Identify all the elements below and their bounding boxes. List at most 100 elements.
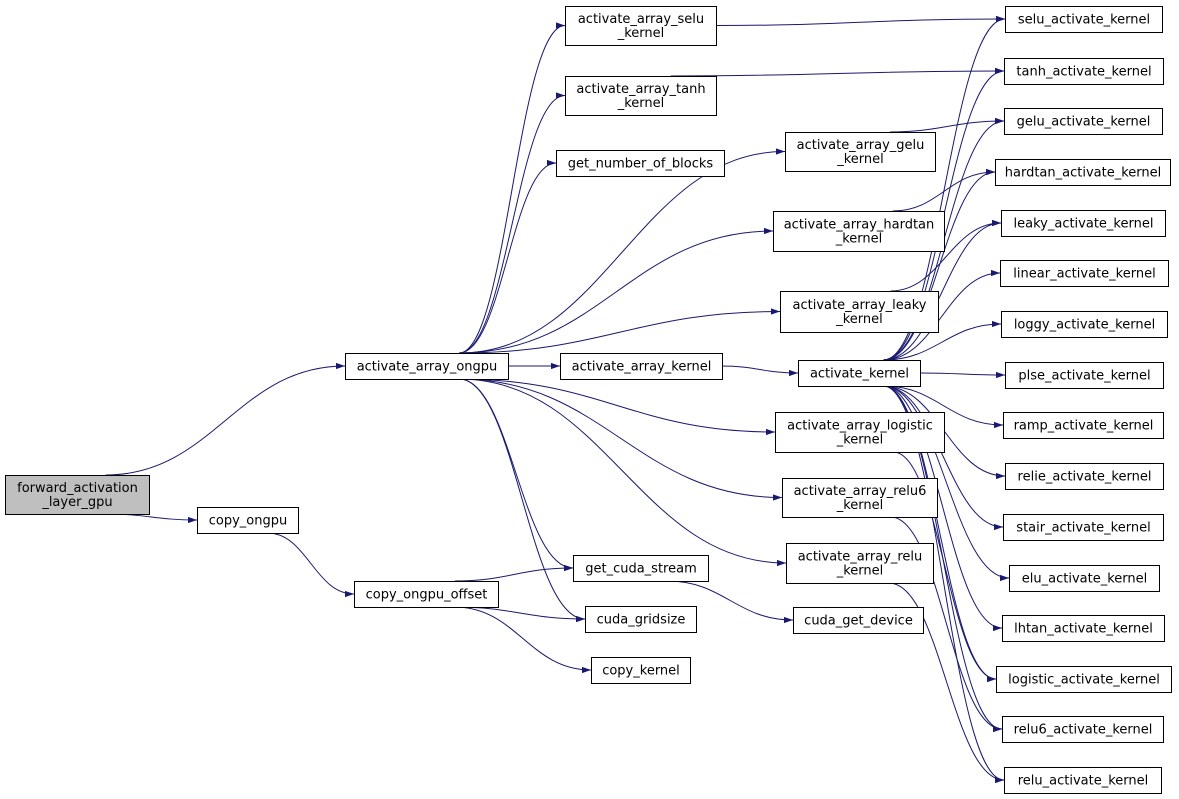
node-activate-array-hardtan-kernel[interactable]: activate_array_hardtan_kernel [773,211,945,252]
node-label: _kernel [835,232,883,247]
node-activate-array-logistic-kernel[interactable]: activate_array_logistic_kernel [775,412,945,453]
node-loggy-activate-kernel[interactable]: loggy_activate_kernel [1001,311,1168,338]
node-box [556,150,725,177]
node-copy-ongpu[interactable]: copy_ongpu [197,507,299,534]
node-plse-activate-kernel[interactable]: plse_activate_kernel [1005,362,1164,389]
node-box [1002,716,1164,743]
edge-activate-array-ongpu-to-activate-array-selu-kernel [459,22,566,354]
node-label: plse_activate_kernel [1018,369,1150,384]
node-forward-activation-layer-gpu[interactable]: forward_activation_layer_gpu [5,475,150,515]
node-label: activate_array_leaky [793,298,927,313]
node-box [780,291,939,333]
edge-activate-kernel-to-hardtan-activate-kernel [883,168,996,361]
node-box [1005,6,1163,33]
node-box [1002,615,1165,642]
edge-activate-array-relu-kernel-to-relu-activate-kernel [888,582,1005,784]
node-box [5,475,150,515]
node-label: linear_activate_kernel [1013,267,1155,282]
node-box [775,412,945,453]
node-cuda-gridsize[interactable]: cuda_gridsize [585,606,697,633]
node-get-cuda-stream[interactable]: get_cuda_stream [573,555,709,582]
node-activate-array-gelu-kernel[interactable]: activate_array_gelu_kernel [785,132,936,172]
node-box [1001,210,1166,237]
node-label: copy_ongpu_offset [366,588,488,603]
node-activate-array-ongpu[interactable]: activate_array_ongpu [345,353,509,380]
node-label: activate_array_tanh [576,82,705,97]
node-box [793,607,924,634]
node-label: activate_array_ongpu [357,360,498,375]
node-label: cuda_get_device [804,614,913,629]
edge-copy-ongpu-offset-to-copy-kernel [454,606,592,674]
node-label: _kernel [836,433,884,448]
edge-activate-array-ongpu-to-get-cuda-stream [459,378,574,572]
node-box [565,76,717,116]
node-activate-array-leaky-kernel[interactable]: activate_array_leaky_kernel [780,291,939,333]
edge-activate-kernel-to-elu-activate-kernel [883,385,1010,582]
node-label: _kernel [836,498,884,513]
node-label: _kernel [836,152,884,167]
node-relu6-activate-kernel[interactable]: relu6_activate_kernel [1002,716,1164,743]
node-label: logistic_activate_kernel [1008,673,1160,688]
edge-get-cuda-stream-to-cuda-get-device [667,580,794,624]
node-label: stair_activate_kernel [1016,521,1150,536]
edge-activate-kernel-to-linear-activate-kernel [883,269,1001,361]
edge-activate-array-ongpu-to-activate-array-gelu-kernel [459,148,786,354]
node-activate-array-selu-kernel[interactable]: activate_array_selu_kernel [565,6,717,46]
node-label: activate_array_selu [578,12,704,27]
node-label: leaky_activate_kernel [1014,217,1154,232]
node-activate-array-relu6-kernel[interactable]: activate_array_relu6_kernel [782,478,938,518]
node-box [798,360,921,387]
node-box [1005,362,1164,389]
edge-activate-array-ongpu-to-activate-array-relu6-kernel [459,378,783,501]
edge-activate-kernel-to-ramp-activate-kernel [883,385,1004,429]
node-label: relu_activate_kernel [1018,774,1149,789]
node-tanh-activate-kernel[interactable]: tanh_activate_kernel [1004,58,1164,85]
node-linear-activate-kernel[interactable]: linear_activate_kernel [1000,260,1169,287]
node-relu-activate-kernel[interactable]: relu_activate_kernel [1004,767,1162,794]
node-hardtan-activate-kernel[interactable]: hardtan_activate_kernel [995,159,1171,186]
node-label: tanh_activate_kernel [1016,65,1151,80]
node-label: activate_array_kernel [572,360,712,375]
node-stair-activate-kernel[interactable]: stair_activate_kernel [1003,514,1164,541]
node-label: _kernel [835,312,883,327]
node-label: copy_ongpu [209,514,287,529]
node-box [591,657,691,684]
node-label: lhtan_activate_kernel [1014,622,1153,637]
node-activate-array-tanh-kernel[interactable]: activate_array_tanh_kernel [565,76,717,116]
node-box [773,211,945,252]
edge-activate-array-ongpu-to-get-number-of-blocks [459,159,557,354]
node-gelu-activate-kernel[interactable]: gelu_activate_kernel [1004,108,1163,135]
node-box [197,507,299,534]
node-label: copy_kernel [602,664,680,679]
node-copy-ongpu-offset[interactable]: copy_ongpu_offset [354,581,499,608]
node-label: get_number_of_blocks [568,157,714,172]
node-logistic-activate-kernel[interactable]: logistic_activate_kernel [996,666,1172,693]
node-lhtan-activate-kernel[interactable]: lhtan_activate_kernel [1002,615,1165,642]
node-box [1009,565,1160,592]
node-label: loggy_activate_kernel [1014,318,1155,333]
node-copy-kernel[interactable]: copy_kernel [591,657,691,684]
node-selu-activate-kernel[interactable]: selu_activate_kernel [1005,6,1163,33]
node-activate-kernel[interactable]: activate_kernel [798,360,921,387]
edge-activate-array-leaky-kernel-to-leaky-activate-kernel [890,219,1002,292]
node-label: _layer_gpu [41,495,112,510]
node-label: activate_array_relu6 [794,484,927,499]
edge-activate-array-selu-kernel-to-selu-activate-kernel [715,15,1006,26]
node-box [585,606,697,633]
node-leaky-activate-kernel[interactable]: leaky_activate_kernel [1001,210,1166,237]
node-get-number-of-blocks[interactable]: get_number_of_blocks [556,150,725,177]
edge-activate-array-kernel-to-activate-kernel [721,365,799,377]
node-box [995,159,1171,186]
node-relie-activate-kernel[interactable]: relie_activate_kernel [1005,463,1164,490]
node-activate-array-relu-kernel[interactable]: activate_array_relu_kernel [786,543,934,584]
node-ramp-activate-kernel[interactable]: ramp_activate_kernel [1003,412,1164,439]
node-box [786,543,934,584]
node-label: gelu_activate_kernel [1017,115,1151,130]
node-activate-array-kernel[interactable]: activate_array_kernel [560,353,723,380]
node-box [782,478,938,518]
edge-activate-array-ongpu-to-activate-array-tanh-kernel [459,92,566,354]
node-label: activate_array_hardtan [784,218,935,233]
node-elu-activate-kernel[interactable]: elu_activate_kernel [1009,565,1160,592]
node-cuda-get-device[interactable]: cuda_get_device [793,607,924,634]
node-box [1003,412,1164,439]
